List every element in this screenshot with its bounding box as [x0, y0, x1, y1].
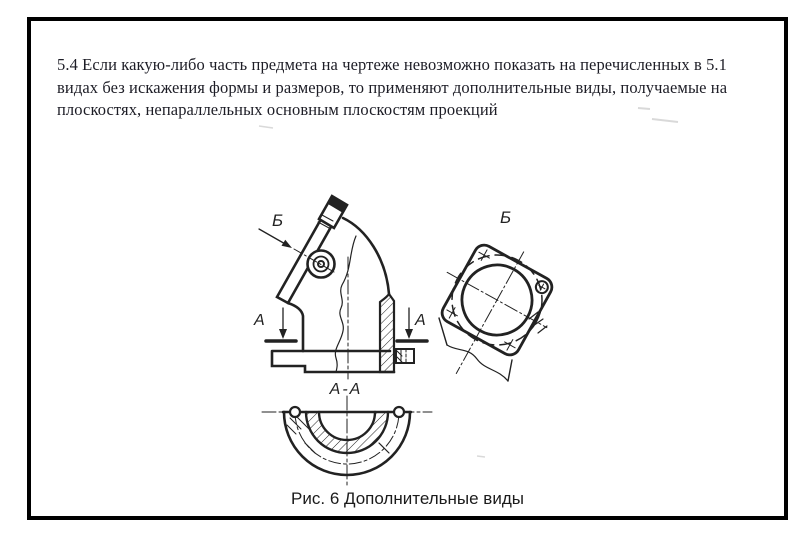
right-stub	[395, 348, 415, 364]
body-left-edge	[286, 301, 305, 353]
label-b-view: Б	[500, 208, 511, 227]
main-view: Б А А	[253, 194, 429, 380]
section-a-a: А-А	[261, 381, 433, 487]
label-b-arrow: Б	[272, 211, 283, 230]
bolt-hole-left	[288, 405, 302, 419]
page-border-frame	[27, 17, 788, 520]
boss-mid	[312, 255, 330, 273]
elbow-arc	[341, 216, 391, 296]
aux-break-edges	[438, 317, 513, 382]
bottom-flange	[270, 349, 396, 374]
scan-artifact	[258, 107, 679, 458]
label-section-title: А-А	[329, 381, 363, 398]
aux-view-b: Б	[438, 208, 554, 382]
figure-caption: Рис. 6 Дополнительные виды	[291, 489, 524, 508]
b-arrow-line	[258, 228, 288, 246]
bolt-hole-right	[392, 405, 406, 419]
aux-break-wavy	[446, 344, 509, 382]
b-arrow-axis	[293, 248, 335, 273]
label-a-left: А	[253, 312, 265, 329]
section-wall-hatch	[306, 412, 388, 453]
bore-arc	[317, 410, 377, 442]
label-a-right: А	[414, 312, 426, 329]
pitch-arc	[294, 411, 400, 465]
top-stub-cap	[328, 196, 347, 213]
edge-break-marks	[528, 311, 548, 334]
corner-screw	[534, 280, 549, 295]
section-wall	[378, 292, 396, 374]
paragraph-5-4: 5.4 Если какую-либо часть предмета на че…	[57, 55, 728, 119]
b-arrow-head	[281, 239, 292, 248]
break-line	[334, 235, 357, 373]
boss-center	[317, 260, 325, 268]
